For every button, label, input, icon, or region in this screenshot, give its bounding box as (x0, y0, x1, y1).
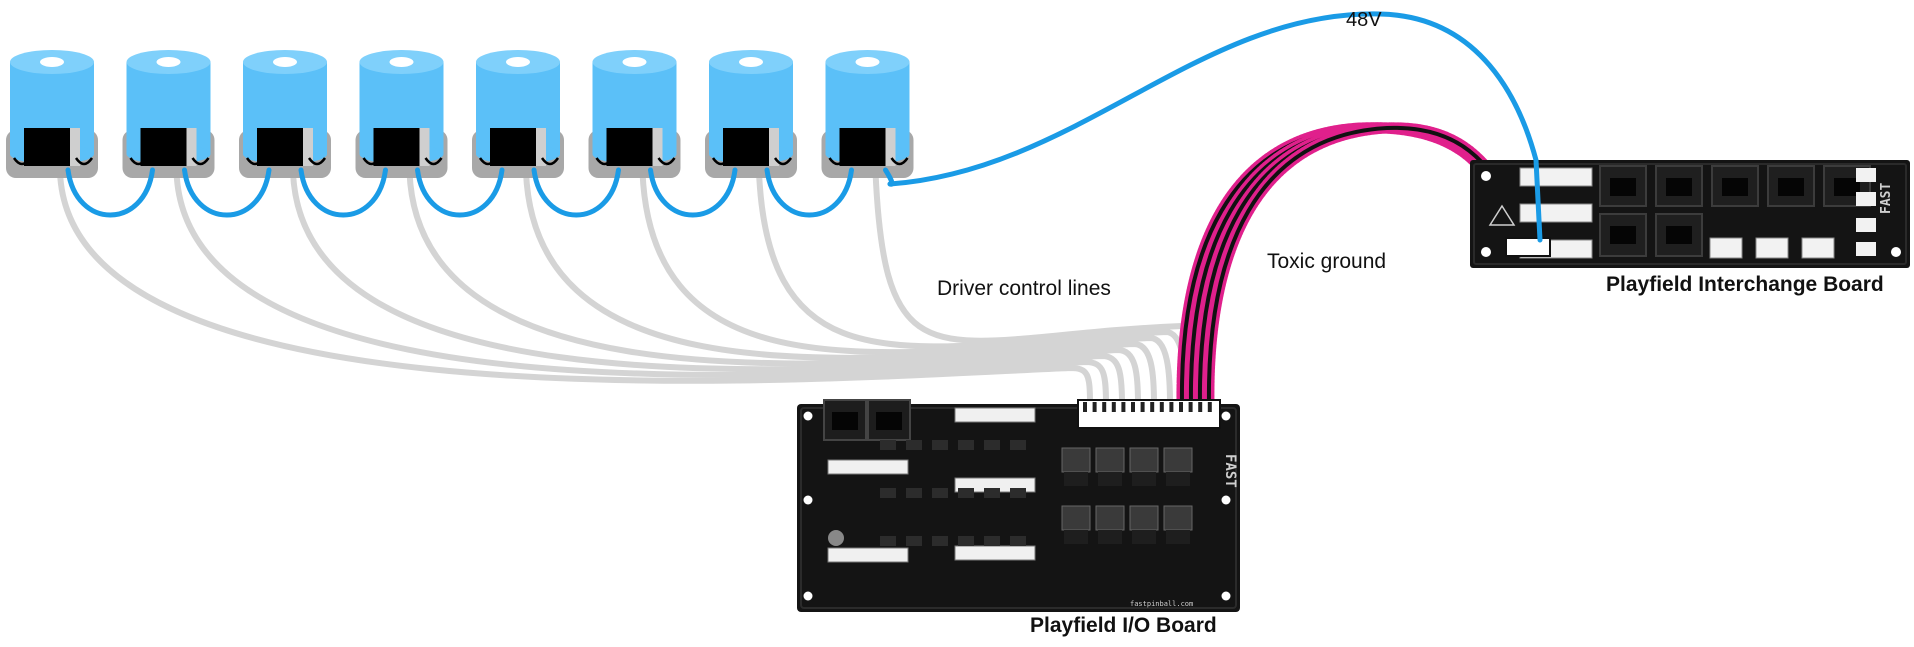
control-wire (57, 169, 1093, 407)
coil (122, 50, 215, 178)
label-toxic-ground: Toxic ground (1267, 250, 1386, 273)
coil (588, 50, 681, 178)
power-jumper-wire (65, 167, 155, 218)
power-wire-48v (887, 11, 1543, 243)
io-brand-text: FAST (1222, 454, 1238, 488)
power-jumper-wire (531, 167, 621, 218)
playfield-interchange-board: FAST (1470, 160, 1910, 268)
interchange-power-connector (1505, 237, 1551, 257)
coil (705, 50, 797, 178)
control-wire (290, 169, 1125, 407)
label-playfield-interchange-board: Playfield Interchange Board (1606, 273, 1884, 296)
label-playfield-io-board: Playfield I/O Board (1030, 614, 1217, 637)
control-wire (173, 169, 1109, 407)
label-48v: 48V (1346, 9, 1382, 31)
control-wire (406, 169, 1141, 407)
coil (355, 50, 448, 178)
control-wire (639, 169, 1173, 407)
power-daisy-chain (65, 167, 895, 218)
io-website-text: fastpinball.com (1130, 600, 1193, 608)
coil (6, 50, 98, 178)
playfield-io-board: FAST fastpinball.com (797, 399, 1240, 612)
power-jumper-wire (764, 167, 854, 218)
driver-control-wires (57, 169, 1205, 407)
power-jumper-wire (648, 167, 738, 218)
power-jumper-wire (298, 167, 388, 218)
coil (821, 50, 914, 178)
io-driver-header (1077, 399, 1221, 429)
coil (472, 50, 564, 178)
control-wire (523, 169, 1157, 407)
interchange-brand-text: FAST (1879, 183, 1894, 214)
label-driver-control-lines: Driver control lines (937, 277, 1111, 300)
coil (239, 50, 331, 178)
coil-row (6, 50, 914, 178)
power-jumper-wire (182, 167, 272, 218)
power-jumper-wire (415, 167, 505, 218)
